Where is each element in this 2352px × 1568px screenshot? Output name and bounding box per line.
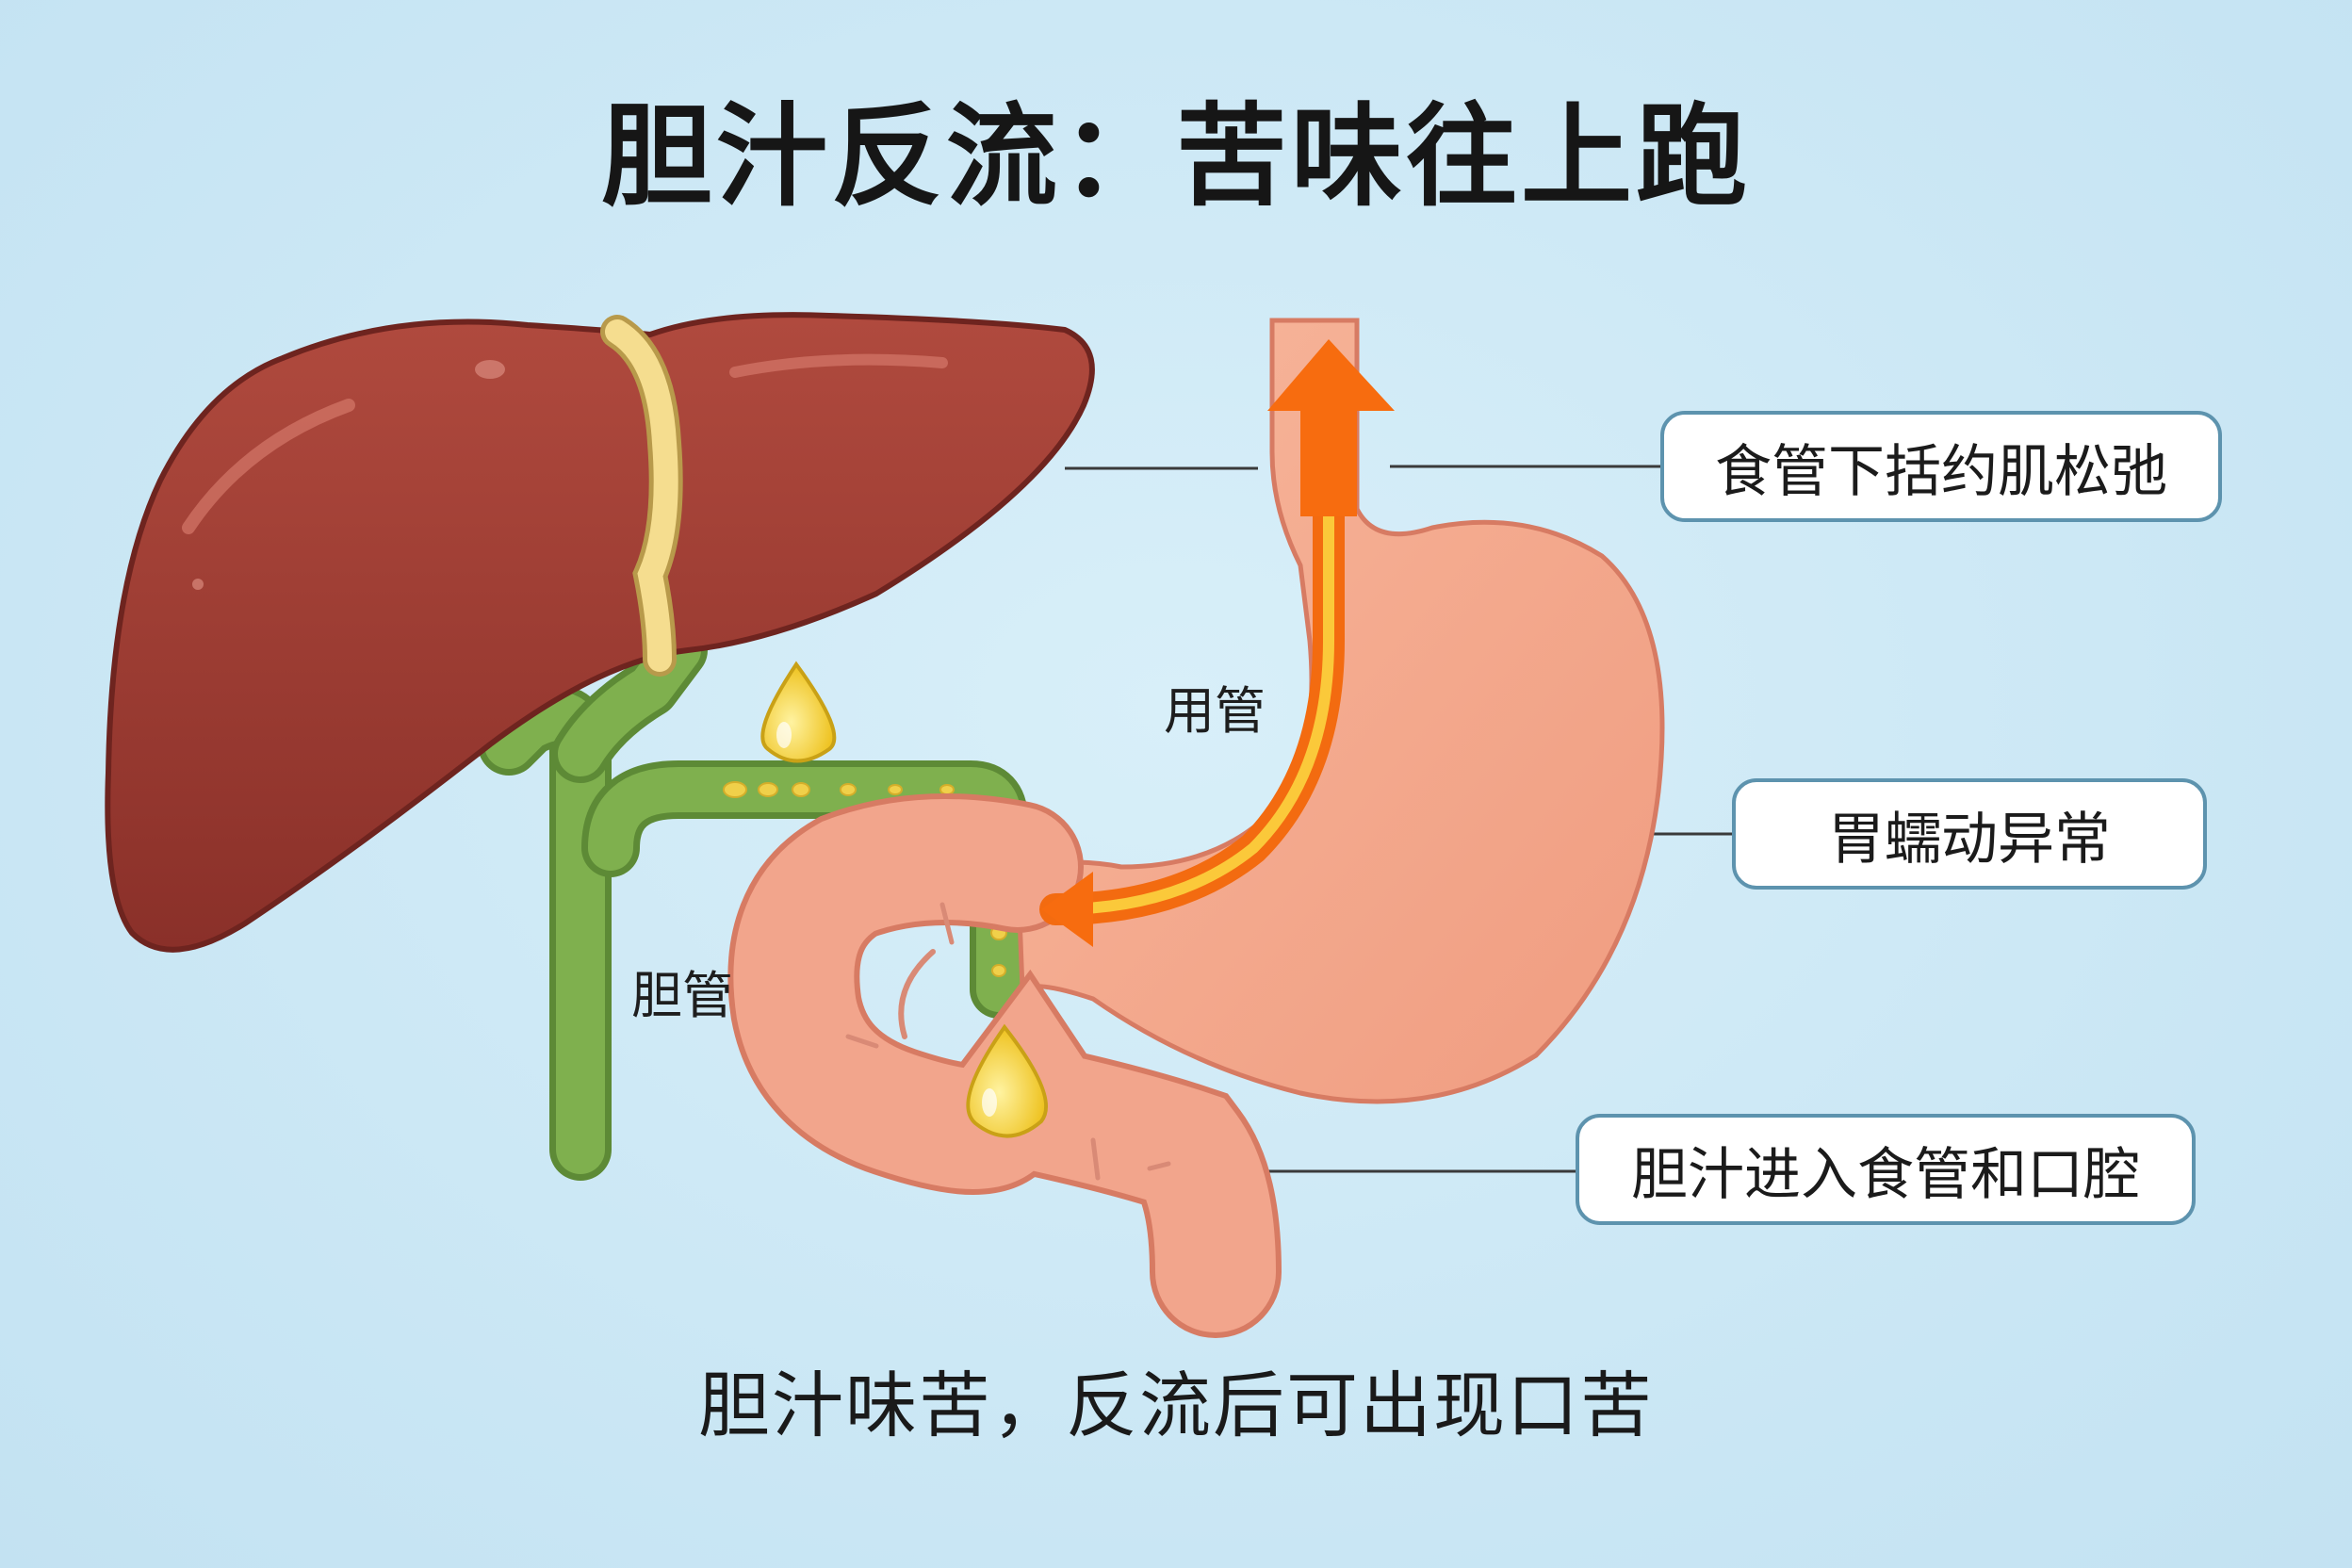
esophagus-label: 用管 xyxy=(1164,681,1266,741)
page-title: 胆汁反流：苦味往上跑 xyxy=(600,91,1751,221)
bile-drop-icon xyxy=(966,1023,1049,1138)
up-arrow-icon xyxy=(1267,339,1395,516)
bile-drop-icon xyxy=(760,661,837,763)
callout-peristalsis: 胃蠕动异常 xyxy=(1732,778,2207,890)
duodenum xyxy=(727,793,1282,1338)
caption-text: 胆汁味苦，反流后可出现口苦 xyxy=(698,1364,1654,1447)
bile-duct-label: 胆管 xyxy=(631,966,733,1025)
callout-sphincter: 食管下括约肌松弛 xyxy=(1660,411,2222,522)
reflux-arrow-icon xyxy=(1041,872,1093,947)
callout-bile-reflux: 胆汁进入食管和口腔 xyxy=(1576,1114,2196,1225)
liver xyxy=(105,312,1095,953)
reflux-flow xyxy=(1039,408,1345,925)
